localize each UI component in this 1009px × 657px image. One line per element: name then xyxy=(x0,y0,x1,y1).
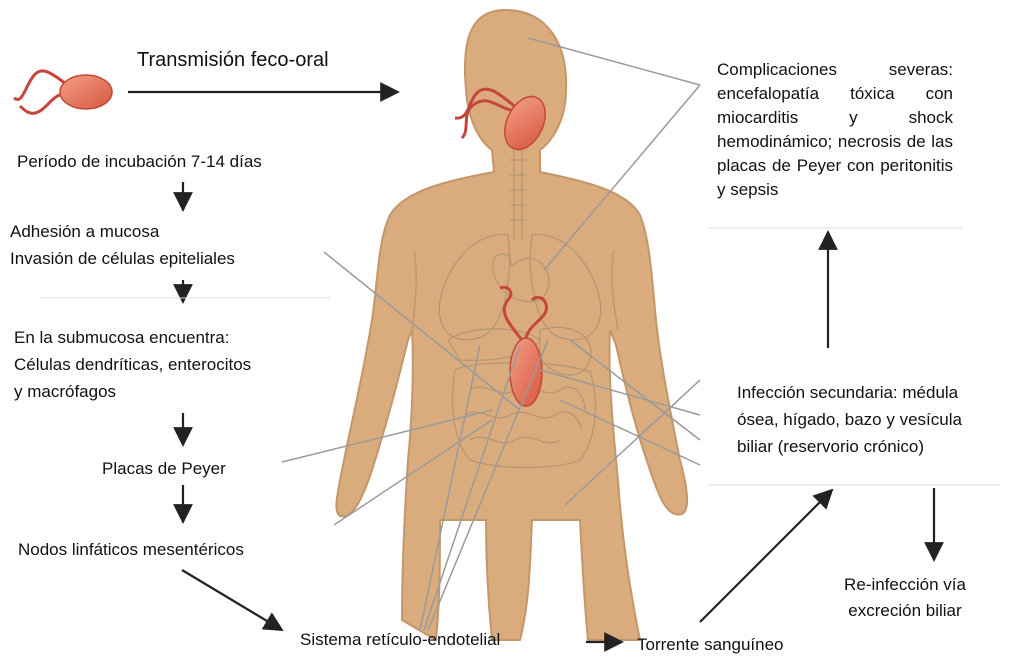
label-torrente: Torrente sanguíneo xyxy=(637,633,784,657)
arrow-nodes xyxy=(182,570,282,630)
label-nodes: Nodos linfáticos mesentéricos xyxy=(18,538,244,562)
label-invasion: Invasión de células epiteliales xyxy=(10,247,235,271)
label-submucosa-line2: Células dendríticas, enterocitos xyxy=(14,353,251,377)
bacterium-icon xyxy=(14,71,112,113)
label-incubation: Período de incubación 7-14 días xyxy=(17,150,262,174)
label-submucosa-line1: En la submucosa encuentra: xyxy=(14,326,229,350)
label-secondary-line1: Infección secundaria: médula xyxy=(737,381,958,405)
label-reinfection-line1: Re-infección vía xyxy=(820,573,990,597)
label-transmission: Transmisión feco-oral xyxy=(137,48,329,72)
label-reticulo: Sistema retículo-endotelial xyxy=(300,628,500,652)
label-reinfection-line2: excreción biliar xyxy=(820,599,990,623)
label-secondary-line3: biliar (reservorio crónico) xyxy=(737,435,924,459)
label-complications: Complicaciones severas: encefalopatía tó… xyxy=(717,58,953,202)
label-peyer: Placas de Peyer xyxy=(102,457,226,481)
label-secondary-line2: ósea, hígado, bazo y vesícula xyxy=(737,408,962,432)
label-adhesion: Adhesión a mucosa xyxy=(10,220,159,244)
label-submucosa-line3: y macrófagos xyxy=(14,380,116,404)
arrow-torrente xyxy=(700,490,832,622)
